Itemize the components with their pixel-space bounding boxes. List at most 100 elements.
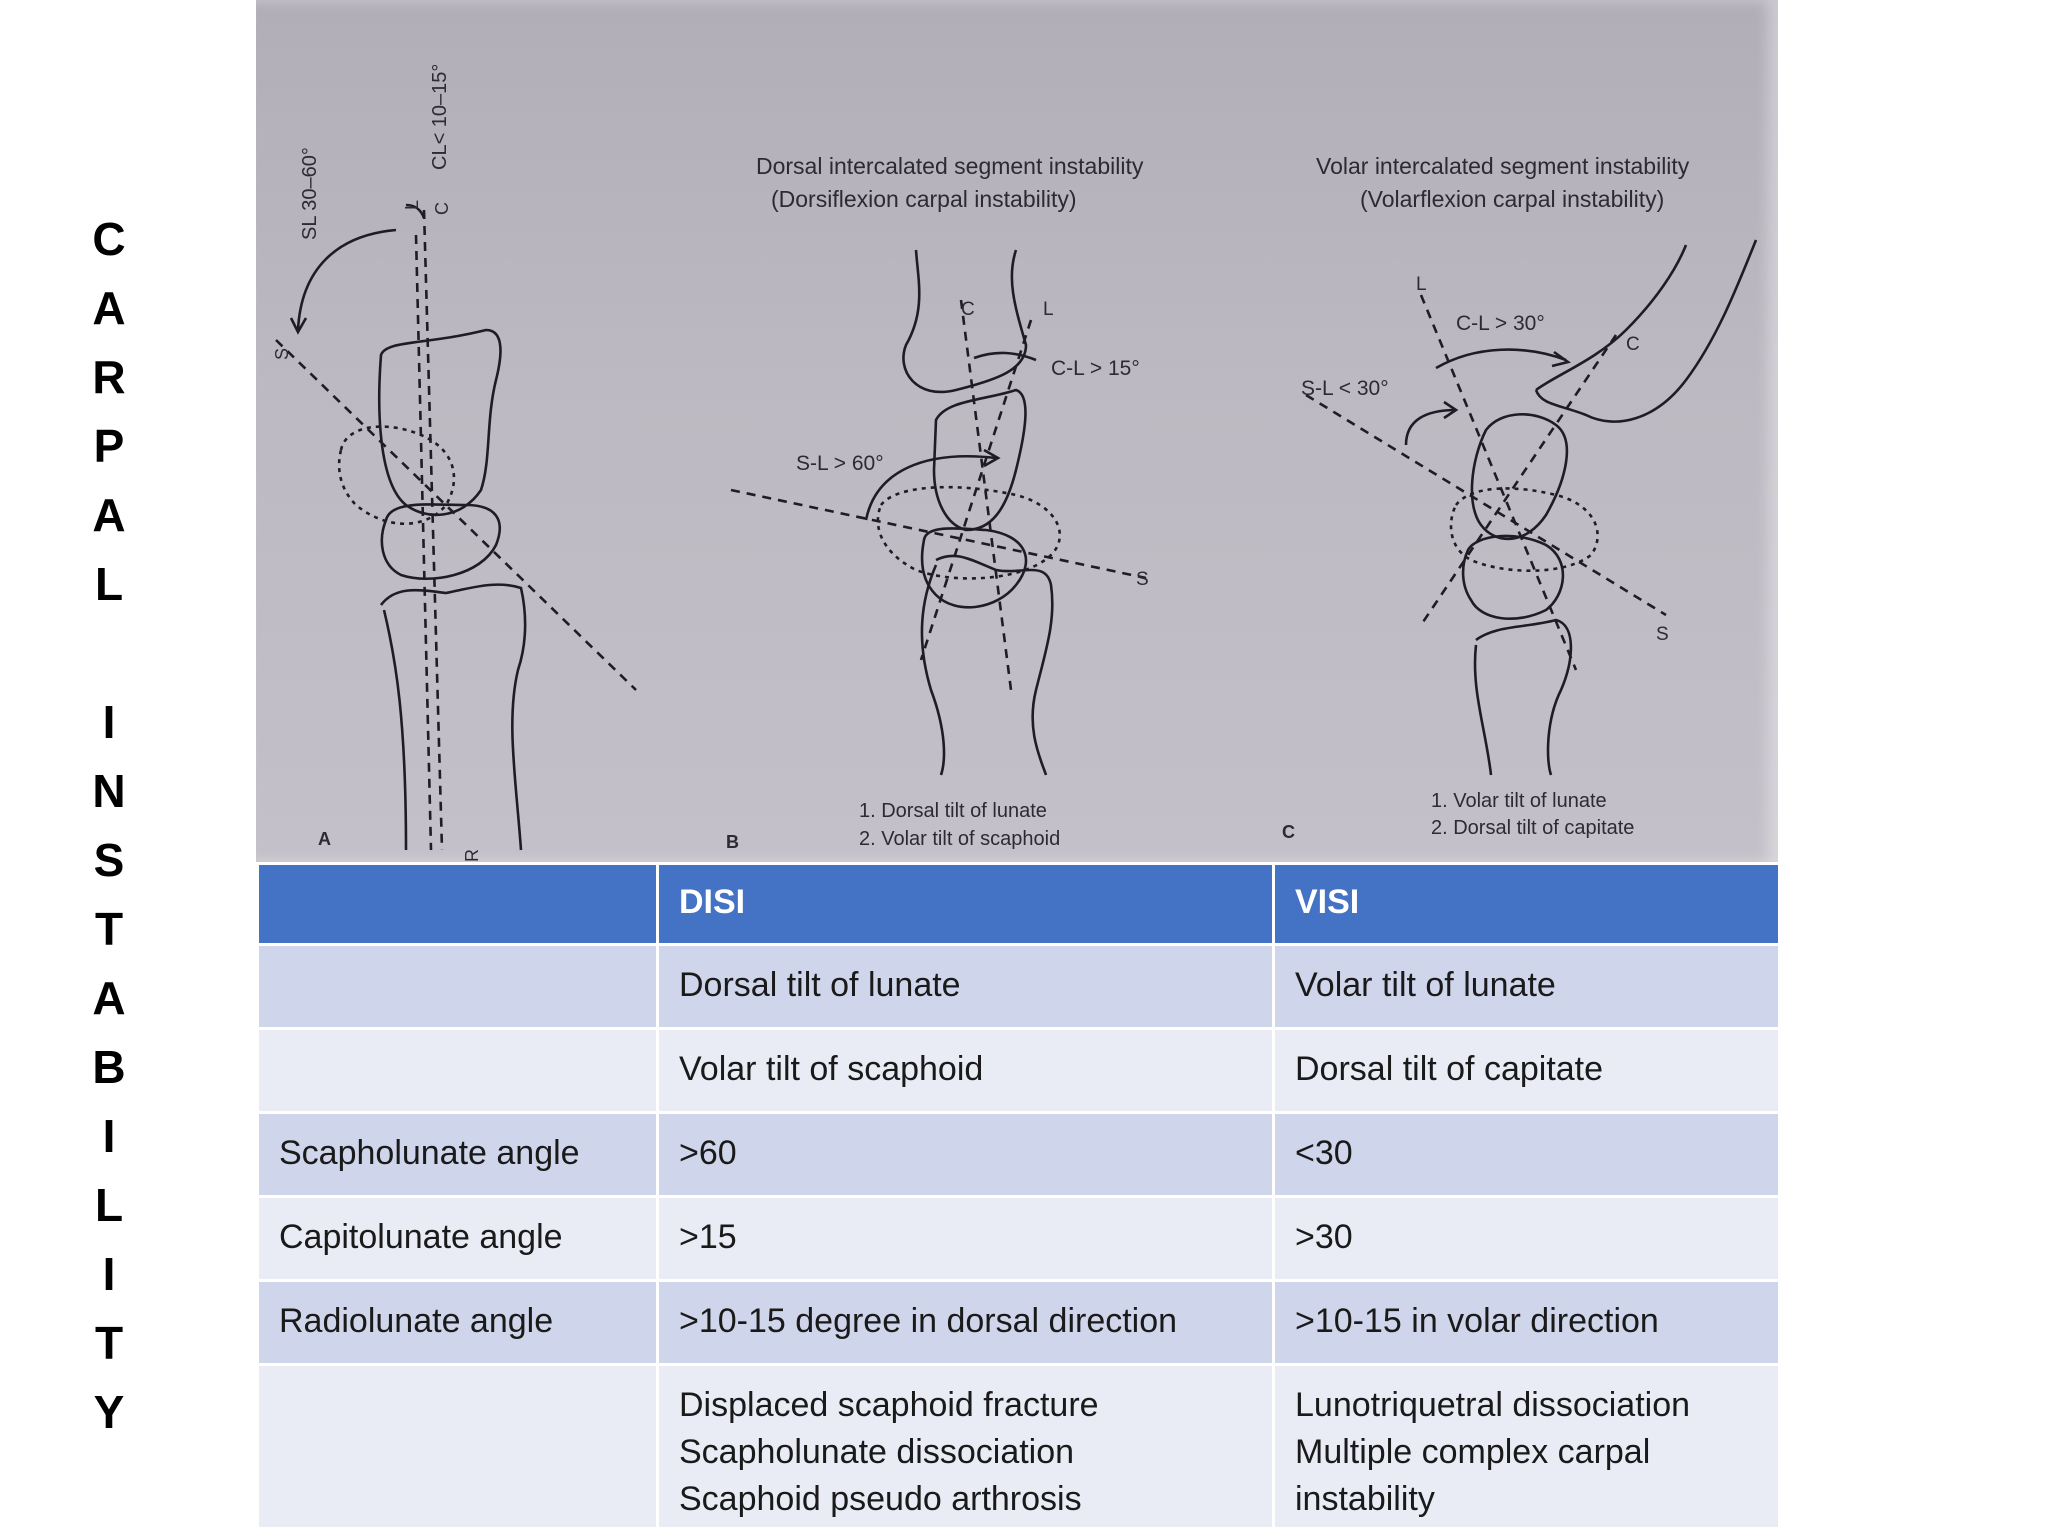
header-cell-visi: VISI [1272,862,1781,946]
disi-cell: >15 [656,1195,1275,1282]
panel-c-radius-bone [1475,618,1573,776]
panel-b-cl-angle: C-L > 15° [1051,357,1140,380]
table-row: Scapholunate angle >60 <30 [256,1111,1781,1198]
title-letter: R [92,351,126,403]
panel-c-axis-s: S [1656,624,1669,645]
row-label: Capitolunate angle [256,1195,659,1282]
wrist-instability-figure: SL 30–60° CL< 10–15° S L C R A Dorsal in… [256,0,1778,862]
panel-b-axis-s: S [1136,569,1149,590]
table-row: Dorsal tilt of lunate Volar tilt of luna… [256,943,1781,1030]
panel-a-cl-label: CL< 10–15° [429,64,451,170]
panel-a-radius-shaft [382,609,408,851]
panel-c-lunate [1461,534,1565,621]
panel-c-axis-c: C [1626,334,1640,355]
panel-c-cl-arc [1435,348,1567,370]
panel-a-tick [405,203,426,219]
panel-a-axis-s: S [272,348,292,360]
panel-c-sl-angle: S-L < 30° [1301,377,1389,400]
vertical-title: C A R P A L I N S T A B I L I T Y [84,205,134,1447]
panel-c-note-1: 1. Volar tilt of lunate [1431,790,1607,812]
header-cell-disi: DISI [656,862,1275,946]
disi-cell: Displaced scaphoid fracture Scapholunate… [656,1363,1275,1530]
panel-a-capitate [377,328,502,517]
disi-cell: Dorsal tilt of lunate [656,943,1275,1030]
title-letter: L [94,558,124,610]
panel-b-sl-arc [864,454,997,521]
panel-b-sl-angle: S-L > 60° [796,452,884,475]
panel-a-radius-bone [379,583,527,851]
title-letter: S [93,834,125,886]
disi-cell: Volar tilt of scaphoid [656,1027,1275,1114]
visi-line: instability [1295,1480,1435,1518]
panel-a-sl-label: SL 30–60° [299,147,321,240]
title-letter: I [102,1110,116,1162]
panel-b-letter: B [726,832,739,852]
title-letter: I [102,696,116,748]
visi-cell: Dorsal tilt of capitate [1272,1027,1781,1114]
header-cell-empty [256,862,659,946]
panel-b-note-1: 1. Dorsal tilt of lunate [859,800,1047,822]
table-row: Displaced scaphoid fracture Scapholunate… [256,1363,1781,1530]
panel-a-letter: A [318,829,331,849]
title-letter: I [102,1248,116,1300]
panel-b-scaphoid-axis [730,488,1147,580]
panel-b-capitate-axis [959,299,1013,691]
wrist-diagram-svg: SL 30–60° CL< 10–15° S L C R A Dorsal in… [272,64,1758,862]
disi-visi-table: DISI VISI Dorsal tilt of lunate Volar ti… [256,862,1781,1530]
row-label [256,943,659,1030]
disi-cell: >10-15 degree in dorsal direction [656,1279,1275,1366]
disi-line: Scapholunate dissociation [679,1433,1075,1471]
panel-b-sl-arrowhead [983,448,1001,468]
title-letter: T [94,1317,124,1369]
title-letter: N [92,765,126,817]
title-letter: A [92,972,126,1024]
panel-b-lunate-axis [919,319,1033,661]
panel-c-letter: C [1282,822,1295,842]
row-label: Radiolunate angle [256,1279,659,1366]
panel-c-cl-angle: C-L > 30° [1456,312,1545,335]
panel-a-capitate-axis [422,209,444,851]
visi-cell: >10-15 in volar direction [1272,1279,1781,1366]
panel-b-title-2: (Dorsiflexion carpal instability) [771,186,1077,212]
panel-a-lunate-axis [414,234,433,851]
panel-b-note-2: 2. Volar tilt of scaphoid [859,828,1060,850]
title-letter: C [92,213,126,265]
panel-c-lunate-axis [1419,294,1578,671]
table-row: Radiolunate angle >10-15 degree in dorsa… [256,1279,1781,1366]
panel-c-scaphoid-axis [1305,393,1667,617]
disi-line: Displaced scaphoid fracture [679,1386,1099,1424]
row-label [256,1027,659,1114]
panel-a-drawing [275,203,637,851]
panel-b-radius-shaft [920,564,946,776]
panel-c-metacarpal [1534,239,1758,423]
panel-b-radius-bone [935,554,1054,776]
panel-b-capitate [932,388,1027,532]
visi-line: Lunotriquetral dissociation [1295,1386,1691,1424]
panel-a-axis-c: C [432,202,452,215]
panel-c-radius-shaft [1473,644,1493,776]
row-label [256,1363,659,1530]
title-letter: L [94,1179,124,1231]
table-header-row: DISI VISI [256,862,1781,946]
title-letter: Y [93,1386,125,1438]
visi-line: Multiple complex carpal [1295,1433,1651,1471]
panel-a-axis-l: L [402,200,422,210]
panel-a-axis-r: R [462,849,482,862]
visi-cell: >30 [1272,1195,1781,1282]
visi-cell: Lunotriquetral dissociation Multiple com… [1272,1363,1781,1530]
visi-cell: <30 [1272,1111,1781,1198]
panel-c-capitate [1470,413,1569,541]
title-letter: P [93,420,125,472]
disi-cell: >60 [656,1111,1275,1198]
title-letter: A [92,489,126,541]
panel-c-drawing [1305,239,1758,776]
title-letter: T [94,903,124,955]
visi-cell: Volar tilt of lunate [1272,943,1781,1030]
panel-c-cl-arrowhead [1551,350,1572,368]
panel-a-scaphoid-axis [275,339,637,691]
panel-c-scaphoid [1449,487,1599,572]
panel-b-axis-c: C [961,299,975,320]
panel-c-sl-arc [1404,408,1457,446]
title-letter: A [92,282,126,334]
panel-b-lunate [920,527,1028,609]
